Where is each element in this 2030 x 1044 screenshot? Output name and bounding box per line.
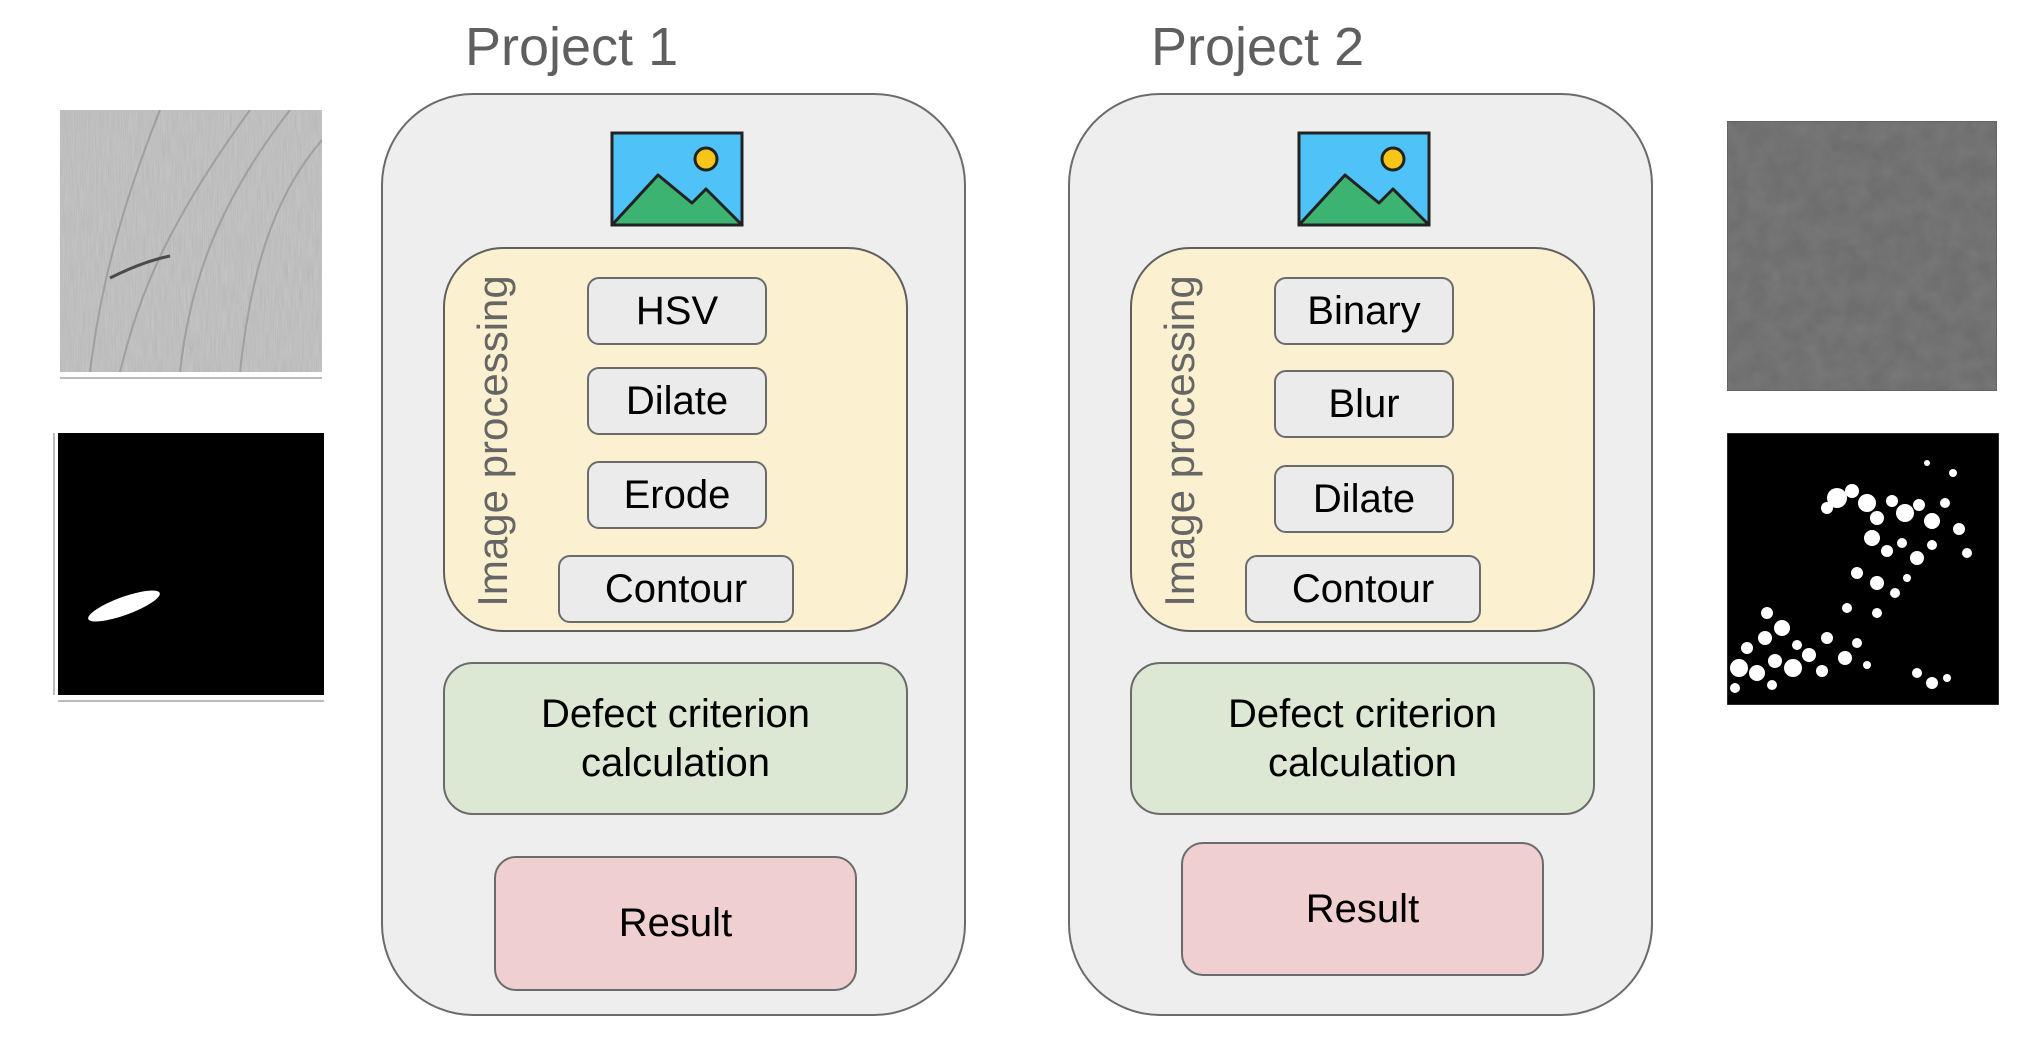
result-box: Result: [494, 856, 857, 991]
project-1-defect-mask-image: [53, 433, 324, 702]
step-contour: Contour: [558, 555, 794, 623]
image-icon: [1297, 131, 1431, 227]
image-processing-label: Image processing: [469, 275, 516, 607]
step-erode: Erode: [587, 461, 767, 529]
project-2-input-texture-image: [1727, 121, 1997, 391]
project-2-title: Project 2: [1151, 17, 1365, 77]
image-processing-group: Image processing HSV Dilate Erode Contou…: [443, 247, 908, 632]
defect-criterion-box: Defect criterion calculation: [443, 662, 908, 815]
step-contour: Contour: [1245, 555, 1481, 623]
defect-criterion-line-2: calculation: [580, 740, 770, 785]
project-1-panel: Image processing HSV Dilate Erode Contou…: [381, 93, 966, 1016]
defect-criterion-line-2: calculation: [1267, 740, 1457, 785]
project-2-defect-mask-image: [1727, 433, 1999, 705]
image-icon: [610, 131, 744, 227]
defect-criterion-line-1: Defect criterion: [541, 691, 810, 736]
step-binary: Binary: [1274, 277, 1454, 345]
image-processing-group: Image processing Binary Blur Dilate Cont…: [1130, 247, 1595, 632]
step-dilate: Dilate: [587, 367, 767, 435]
step-dilate: Dilate: [1274, 465, 1454, 533]
step-blur: Blur: [1274, 370, 1454, 438]
step-hsv: HSV: [587, 277, 767, 345]
defect-criterion-line-1: Defect criterion: [1228, 691, 1497, 736]
result-box: Result: [1181, 842, 1544, 976]
defect-criterion-box: Defect criterion calculation: [1130, 662, 1595, 815]
project-1-input-texture-image: [60, 110, 322, 379]
project-2-panel: Image processing Binary Blur Dilate Cont…: [1068, 93, 1653, 1016]
image-processing-label: Image processing: [1156, 275, 1203, 607]
project-1-title: Project 1: [465, 17, 679, 77]
